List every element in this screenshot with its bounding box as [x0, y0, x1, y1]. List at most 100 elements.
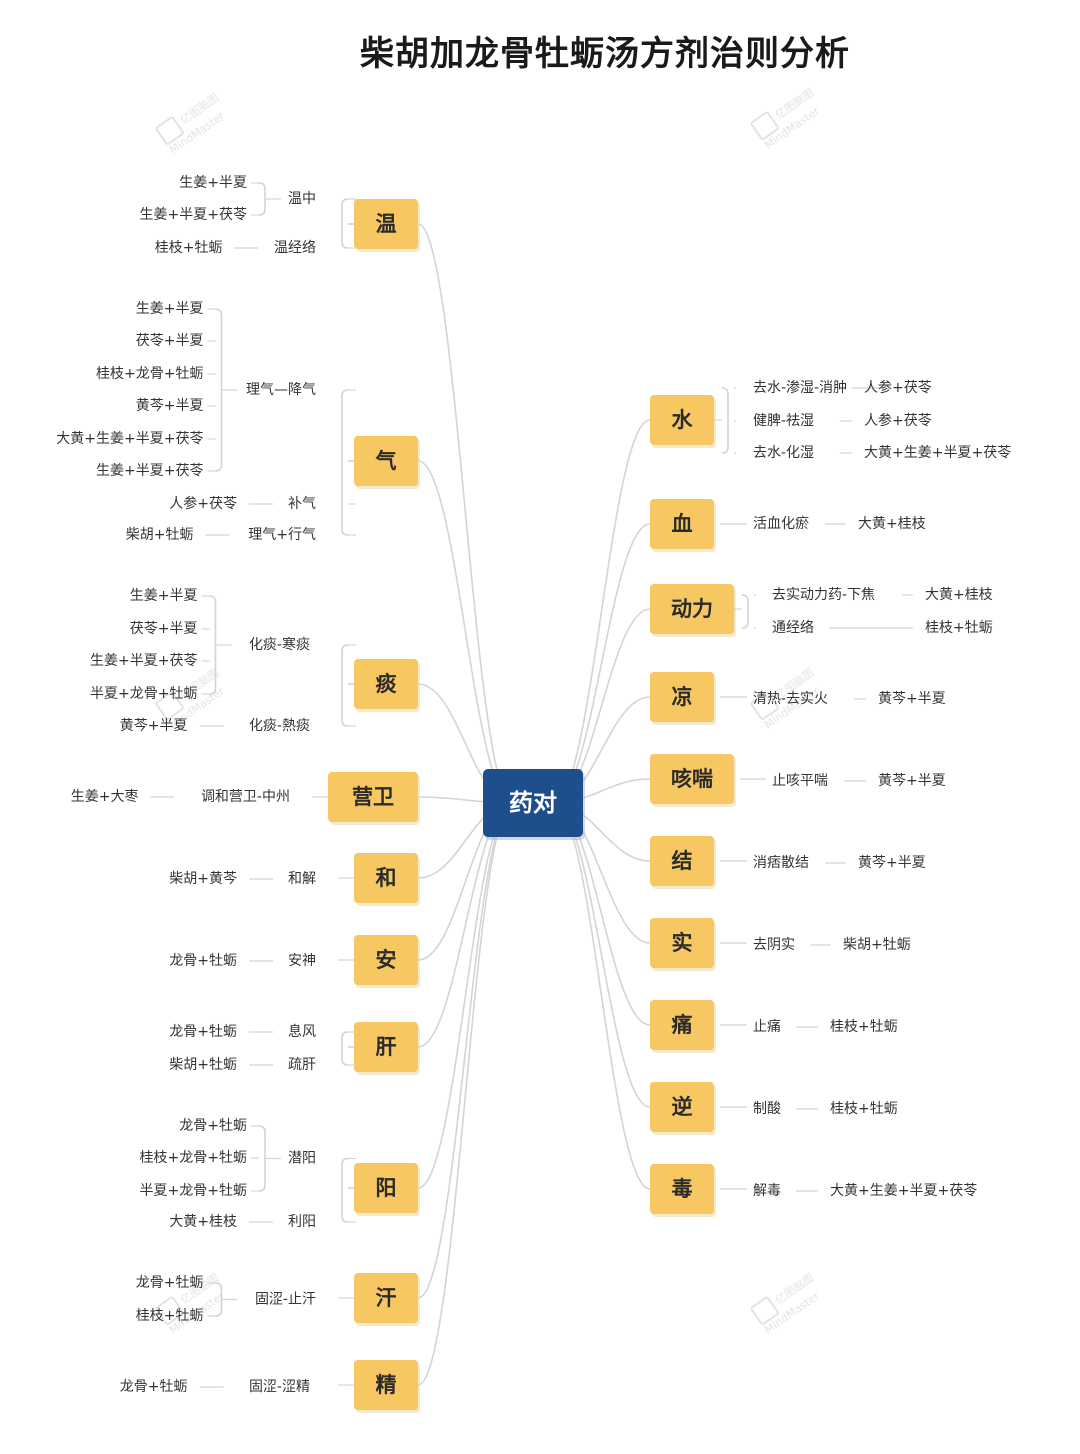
sub-topic-label: 利阳 — [288, 1214, 316, 1230]
root-label: 药对 — [509, 789, 557, 817]
branch-box — [354, 853, 418, 903]
branch-label: 和 — [376, 866, 397, 890]
sub-topic-label: 去水-化湿 — [753, 445, 814, 461]
sub-topic-label: 去实动力药-下焦 — [772, 587, 875, 603]
branch-node-left-2[interactable]: 痰 — [354, 659, 420, 712]
herb-pair-item: 茯苓+半夏 — [130, 620, 198, 637]
branch-node-right-9[interactable]: 毒 — [650, 1164, 716, 1217]
branch-node-right-0[interactable]: 水 — [650, 395, 716, 448]
branch-node-left-8[interactable]: 汗 — [354, 1273, 420, 1326]
branch-node-left-5[interactable]: 安 — [354, 935, 420, 988]
branch-label: 水 — [672, 408, 694, 432]
sub-topic-label: 化痰-寒痰 — [249, 636, 310, 653]
branch-label: 毒 — [672, 1177, 693, 1201]
sub-topic-label: 理气—降气 — [246, 382, 316, 398]
sub-topic-label: 和解 — [288, 871, 316, 887]
sub-topic-label: 通经络 — [772, 620, 814, 636]
root-box — [483, 769, 583, 837]
herb-pair-item: 桂枝+牡蛎 — [925, 620, 993, 636]
sub-topic-label: 温中 — [288, 191, 316, 207]
branch-box — [328, 772, 418, 822]
item-bracket — [215, 308, 223, 472]
branch-box — [650, 395, 714, 445]
sub-topic-label: 理气+行气 — [248, 527, 316, 543]
branch-node-right-5[interactable]: 结 — [650, 836, 716, 889]
sub-topic-label: 去水-渗湿-消肿 — [753, 380, 847, 396]
item-bracket — [215, 1282, 223, 1317]
branch-box — [354, 1022, 418, 1072]
branch-node-left-7[interactable]: 阳 — [354, 1163, 420, 1216]
branch-box — [650, 1000, 714, 1050]
branch-box — [650, 754, 734, 804]
branch-box — [650, 836, 714, 886]
branch-label: 凉 — [672, 685, 693, 709]
branch-node-right-2[interactable]: 动力 — [650, 584, 736, 637]
herb-pair-item: 桂枝+牡蛎 — [830, 1101, 898, 1117]
sub-topic-label: 止痛 — [753, 1018, 781, 1035]
herb-pair-item: 龙骨+牡蛎 — [169, 953, 237, 969]
branch-node-left-1[interactable]: 气 — [354, 436, 420, 489]
herb-pair-item: 柴胡+黄芩 — [169, 870, 237, 887]
herb-pair-item: 桂枝+牡蛎 — [136, 1308, 204, 1324]
branch-node-right-8[interactable]: 逆 — [650, 1082, 716, 1135]
branch-box — [354, 659, 418, 709]
branch-connector — [552, 802, 651, 1108]
branch-label: 逆 — [672, 1095, 693, 1119]
branch-connector — [552, 419, 651, 804]
sub-topic-label: 安神 — [288, 953, 316, 969]
branch-label: 动力 — [671, 597, 713, 621]
branch-node-right-4[interactable]: 咳喘 — [650, 754, 736, 807]
branch-label: 营卫 — [352, 785, 394, 809]
sub-topic-label: 调和营卫-中州 — [201, 789, 290, 805]
branch-label: 阳 — [376, 1176, 397, 1200]
herb-pair-item: 半夏+龙骨+牡蛎 — [90, 686, 197, 702]
branch-node-left-0[interactable]: 温 — [354, 199, 420, 252]
branch-node-left-6[interactable]: 肝 — [354, 1022, 420, 1075]
branch-label: 咳喘 — [671, 767, 713, 791]
branch-box — [354, 199, 418, 249]
sub-topic-label: 补气 — [288, 496, 316, 512]
branch-label: 精 — [376, 1373, 397, 1397]
sub-bracket — [721, 387, 729, 454]
branch-node-right-7[interactable]: 痛 — [650, 1000, 716, 1053]
herb-pair-item: 龙骨+牡蛎 — [136, 1275, 204, 1291]
branch-label: 痛 — [672, 1013, 693, 1037]
sub-topic-label: 消痞散结 — [753, 855, 809, 871]
herb-pair-item: 人参+茯苓 — [864, 379, 932, 396]
branch-box — [650, 1082, 714, 1132]
branch-node-left-9[interactable]: 精 — [354, 1360, 420, 1413]
herb-pair-item: 桂枝+牡蛎 — [830, 1019, 898, 1035]
branch-box — [354, 436, 418, 486]
sub-topic-label: 温经络 — [274, 240, 316, 256]
sub-bracket — [341, 389, 349, 536]
sub-topic-label: 解毒 — [753, 1183, 781, 1199]
herb-pair-item: 龙骨+牡蛎 — [179, 1118, 247, 1134]
sub-topic-label: 固涩-涩精 — [249, 1379, 310, 1395]
sub-bracket — [341, 198, 349, 249]
branch-node-right-6[interactable]: 实 — [650, 918, 716, 971]
sub-topic-label: 去阴实 — [753, 937, 795, 953]
herb-pair-item: 茯苓+半夏 — [136, 332, 204, 349]
branch-node-right-1[interactable]: 血 — [650, 499, 716, 552]
herb-pair-item: 人参+茯苓 — [169, 495, 237, 512]
branch-box — [354, 1360, 418, 1410]
herb-pair-item: 大黄+生姜+半夏+茯苓 — [830, 1182, 977, 1199]
branch-box — [354, 935, 418, 985]
herb-pair-item: 人参+茯苓 — [864, 412, 932, 429]
herb-pair-item: 生姜+半夏+茯苓 — [140, 206, 247, 223]
root-node[interactable]: 药对 — [483, 769, 585, 840]
sub-bracket — [341, 644, 349, 727]
branch-label: 汗 — [376, 1286, 397, 1310]
branch-node-left-4[interactable]: 和 — [354, 853, 420, 906]
sub-topic-label: 健脾-祛湿 — [753, 413, 814, 429]
branch-label: 温 — [376, 212, 397, 236]
branch-label: 血 — [672, 512, 693, 536]
herb-pair-item: 黄芩+半夏 — [120, 717, 188, 734]
branch-node-right-3[interactable]: 凉 — [650, 672, 716, 725]
item-bracket — [209, 595, 217, 695]
branch-connector — [417, 223, 514, 804]
branch-connector — [552, 802, 651, 1190]
branch-label: 结 — [672, 849, 693, 873]
branch-node-left-3[interactable]: 营卫 — [328, 772, 420, 825]
